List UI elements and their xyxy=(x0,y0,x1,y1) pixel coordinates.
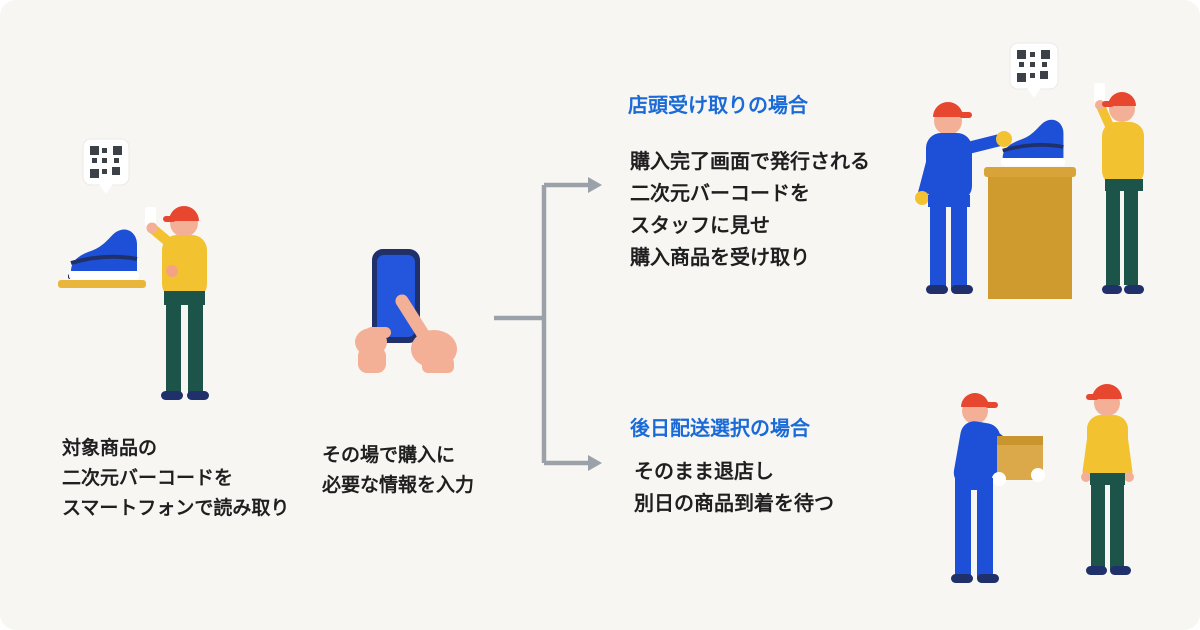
phone-input-illustration xyxy=(355,249,457,373)
pickup-heading: 店頭受け取りの場合 xyxy=(628,95,808,117)
hand-icon xyxy=(355,294,457,373)
body-line: 購入完了画面で発行される xyxy=(630,151,870,173)
input-step-caption: その場で購入に 必要な情報を入力 xyxy=(322,441,474,501)
qr-code-icon xyxy=(1009,42,1059,98)
smartphone-icon xyxy=(1094,83,1105,102)
body-line: 別日の商品到着を待つ xyxy=(634,493,834,515)
delivery-body: そのまま退店し 別日の商品到着を待つ xyxy=(634,456,834,520)
pickup-body: 購入完了画面で発行される 二次元バーコードを スタッフに見せ 購入商品を受け取り xyxy=(630,146,870,274)
caption-line: その場で購入に xyxy=(322,445,456,466)
caption-line: 対象商品の xyxy=(62,438,158,459)
delivery-illustration xyxy=(951,384,1134,583)
body-line: そのまま退店し xyxy=(634,461,774,483)
sneaker-icon xyxy=(1000,119,1066,167)
body-line: 二次元バーコードを xyxy=(630,183,810,205)
caption-line: スマートフォンで読み取り xyxy=(62,498,290,519)
sneaker-icon xyxy=(68,229,139,280)
scan-step-caption: 対象商品の 二次元バーコードを スマートフォンで読み取り xyxy=(62,434,289,524)
caption-line: 二次元バーコードを xyxy=(62,468,234,489)
scan-product-illustration xyxy=(58,138,209,400)
counter xyxy=(984,167,1076,299)
customer-figure xyxy=(1081,384,1134,575)
customer-figure xyxy=(1094,83,1144,294)
body-line: スタッフに見せ xyxy=(630,215,770,237)
staff-glove xyxy=(996,131,1012,147)
delivery-person-figure xyxy=(951,393,1045,583)
body-line: 購入商品を受け取り xyxy=(630,247,810,269)
caption-line: 必要な情報を入力 xyxy=(322,475,475,496)
pickup-illustration xyxy=(915,42,1144,299)
customer-figure xyxy=(145,206,209,400)
qr-code-icon xyxy=(82,138,130,194)
delivery-heading: 後日配送選択の場合 xyxy=(630,418,810,440)
branch-arrow-icon xyxy=(494,177,602,471)
smartphone-icon xyxy=(145,207,156,226)
shelf xyxy=(58,280,146,288)
staff-figure xyxy=(915,102,1006,294)
